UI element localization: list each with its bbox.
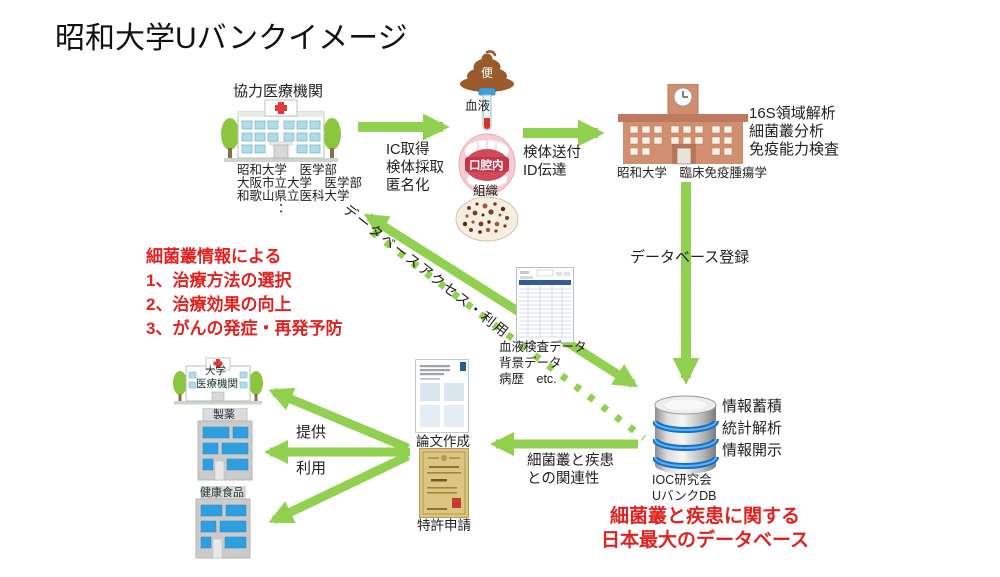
page-title: 昭和大学Uバンクイメージ: [55, 22, 408, 55]
recipient-food-label: 健康食品: [200, 487, 244, 499]
analysis-line-1: 16S領域解析: [749, 105, 836, 122]
pharma-building-icon: [196, 408, 254, 482]
patent-icon: [419, 448, 469, 518]
tagline-line-1: 細菌叢と疾患に関する: [609, 506, 800, 527]
member-university-2: 大阪市立大学 医学部: [237, 176, 363, 190]
benefit-line-1: 細菌叢情報による: [146, 247, 282, 266]
university-building-icon: [618, 84, 748, 166]
dotted-access-line: [369, 229, 647, 441]
patent-label: 特許申請: [417, 518, 471, 533]
tagline-line-2: 日本最大のデータベース: [600, 530, 810, 551]
db-function-3: 情報開示: [722, 442, 783, 459]
oral-cavity-icon: [456, 132, 518, 196]
db-function-2: 統計解析: [722, 420, 783, 437]
member-university-more: ：: [278, 201, 291, 215]
stool-icon: [458, 50, 516, 92]
relation-line-2: との関連性: [527, 471, 600, 487]
db-function-1: 情報蓄積: [722, 398, 783, 415]
benefit-line-4: 3、がんの発症・再発予防: [146, 319, 343, 338]
analysis-line-3: 免疫能力検査: [749, 141, 840, 158]
health-food-building-icon: [194, 486, 252, 560]
recipient-hospital-line-1: 大学: [205, 365, 226, 377]
arrow-db-access: [363, 213, 639, 388]
consent-line-3: 匿名化: [386, 178, 430, 194]
tissue-icon: [455, 196, 519, 242]
benefit-line-3: 2、治療効果の向上: [146, 295, 292, 314]
register-label: データベース登録: [630, 249, 750, 266]
tissue-label: 組織: [473, 184, 499, 198]
data-doc-line-1: 血液検査データ: [499, 340, 587, 354]
consent-line-2: 検体採取: [386, 160, 444, 176]
send-line-1: 検体送付: [523, 145, 581, 161]
recipient-pharma-label: 製薬: [213, 409, 235, 421]
arrow-outputs-to-food: [268, 451, 410, 525]
consent-line-1: IC取得: [386, 142, 430, 158]
analysis-line-2: 細菌叢分析: [749, 123, 825, 140]
university-hospital-icon: [172, 356, 264, 406]
benefit-line-2: 1、治療方法の選択: [146, 271, 292, 290]
blood-label: 血液: [465, 99, 491, 113]
db-name-label: UバンクDB: [652, 489, 717, 503]
paper-icon: [415, 359, 469, 433]
recipient-hospital-line-2: 医療機関: [196, 378, 238, 390]
database-icon: [653, 393, 719, 477]
blood-data-doc-icon: [516, 267, 574, 343]
db-org-label: IOC研究会: [652, 473, 712, 487]
paper-label: 論文作成: [416, 434, 470, 449]
oral-label: 口腔内: [469, 160, 504, 172]
blood-tube-icon: [474, 88, 500, 134]
university-label: 昭和大学 臨床免疫腫瘍学: [617, 166, 768, 180]
data-doc-line-3: 病歴 etc.: [499, 372, 557, 386]
member-university-1: 昭和大学 医学部: [237, 163, 338, 177]
hospital-icon: [220, 98, 342, 164]
use-label: 利用: [296, 460, 327, 477]
send-line-2: ID伝達: [523, 163, 567, 179]
provide-label: 提供: [296, 424, 327, 441]
stool-label: 便: [481, 66, 494, 80]
arrow-outputs-to-hospital: [268, 387, 410, 453]
data-doc-line-2: 背景データ: [499, 356, 562, 370]
cooperating-heading: 協力医療機関: [233, 83, 324, 100]
member-university-3: 和歌山県立医科大学: [237, 189, 350, 203]
relation-line-1: 細菌叢と疾患: [527, 453, 614, 469]
